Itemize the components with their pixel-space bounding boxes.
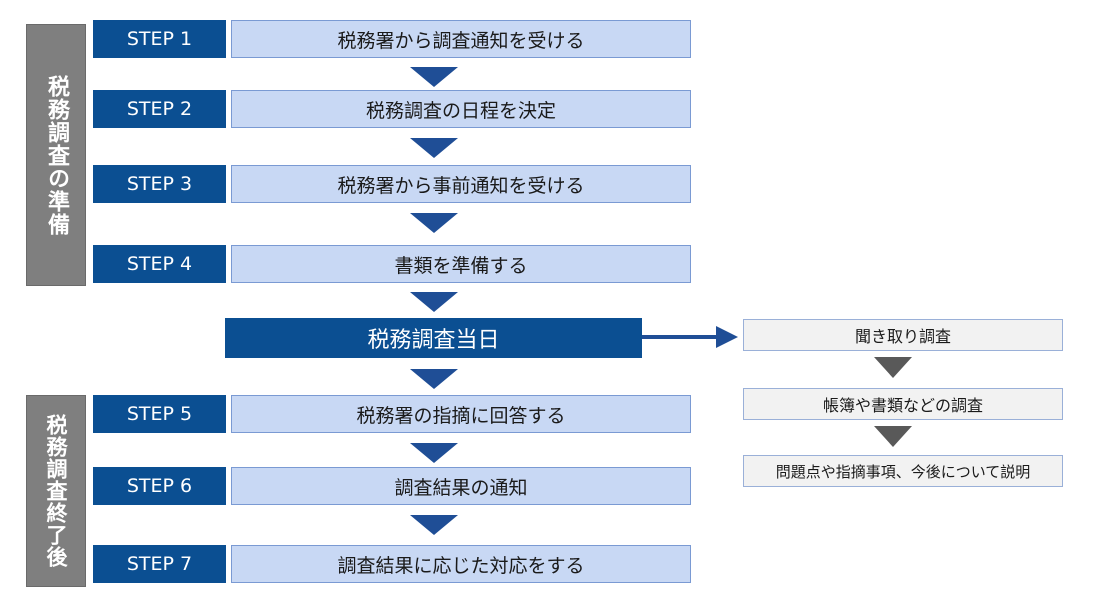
audit-day-box: 税務調査当日 (225, 318, 642, 358)
right-arrow-line (642, 335, 718, 339)
phase-label-post-audit: 税務調査終了後 (26, 395, 86, 587)
phase-label-post-audit-text: 税務調査終了後 (44, 414, 68, 568)
step-6-text: 調査結果の通知 (231, 467, 691, 505)
down-arrow-icon (410, 443, 458, 463)
down-arrow-icon (410, 369, 458, 389)
step-4-label: STEP 4 (93, 245, 226, 283)
step-6-label: STEP 6 (93, 467, 226, 505)
step-2-text: 税務調査の日程を決定 (231, 90, 691, 128)
step-3-text: 税務署から事前通知を受ける (231, 165, 691, 203)
step-7-text: 調査結果に応じた対応をする (231, 545, 691, 583)
down-arrow-icon (410, 213, 458, 233)
right-arrow-icon (716, 326, 738, 348)
audit-detail-explanation: 問題点や指摘事項、今後について説明 (743, 455, 1063, 487)
step-2-label: STEP 2 (93, 90, 226, 128)
step-5-text: 税務署の指摘に回答する (231, 395, 691, 433)
step-5-label: STEP 5 (93, 395, 226, 433)
down-arrow-icon (410, 515, 458, 535)
audit-detail-books: 帳簿や書類などの調査 (743, 388, 1063, 420)
step-4-text: 書類を準備する (231, 245, 691, 283)
step-7-label: STEP 7 (93, 545, 226, 583)
down-arrow-icon (874, 357, 912, 378)
phase-label-preparation-text: 税務調査の準備 (44, 74, 69, 236)
down-arrow-icon (410, 292, 458, 312)
down-arrow-icon (410, 138, 458, 158)
down-arrow-icon (410, 67, 458, 87)
step-3-label: STEP 3 (93, 165, 226, 203)
down-arrow-icon (874, 426, 912, 447)
step-1-text: 税務署から調査通知を受ける (231, 20, 691, 58)
step-1-label: STEP 1 (93, 20, 226, 58)
phase-label-preparation: 税務調査の準備 (26, 24, 86, 286)
audit-detail-interview: 聞き取り調査 (743, 319, 1063, 351)
